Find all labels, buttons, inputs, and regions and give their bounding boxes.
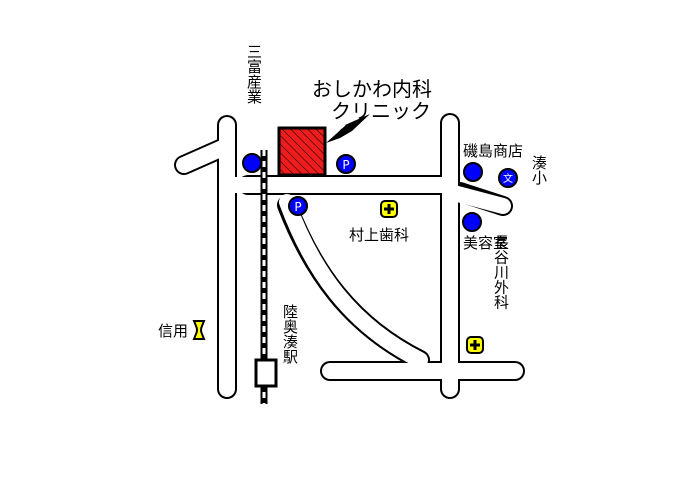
parking-icon: P	[336, 154, 356, 174]
clinic-name-line2: クリニック	[331, 99, 431, 123]
hasegawa-geka-label: 長谷川外科	[492, 235, 510, 310]
svg-text:P: P	[294, 200, 301, 214]
clinic-building	[277, 126, 327, 177]
biyoshitsu-marker	[462, 212, 482, 232]
parking-icon: P	[288, 196, 308, 216]
isojima-shoten-label: 磯島商店	[463, 142, 523, 160]
isojima-shoten-marker	[463, 162, 483, 182]
biyoshitsu-label: 美容室	[463, 234, 508, 252]
station-building	[254, 358, 278, 388]
svg-text:文: 文	[503, 172, 513, 185]
sanpuku-sangyo-label: 三富産業	[245, 44, 263, 104]
station-label: 陸奥湊駅	[281, 304, 299, 364]
bank-icon	[192, 320, 206, 340]
shinyo-label: 信用	[158, 322, 188, 340]
svg-text:P: P	[342, 158, 349, 172]
clinic-name-line1: おしかわ内科	[312, 77, 432, 101]
hospital-icon	[380, 200, 398, 218]
sanpuku-sangyo-marker	[242, 153, 262, 173]
clinic-pointer-arrow-head	[326, 114, 370, 143]
school-icon: 文	[498, 168, 518, 188]
hospital-icon	[466, 336, 484, 354]
clinic-marker	[277, 114, 370, 177]
road-network	[174, 113, 525, 404]
murakami-dental-label: 村上歯科	[349, 226, 409, 244]
minato-elementary-label: 湊小	[530, 155, 548, 186]
blue-markers	[242, 153, 483, 232]
